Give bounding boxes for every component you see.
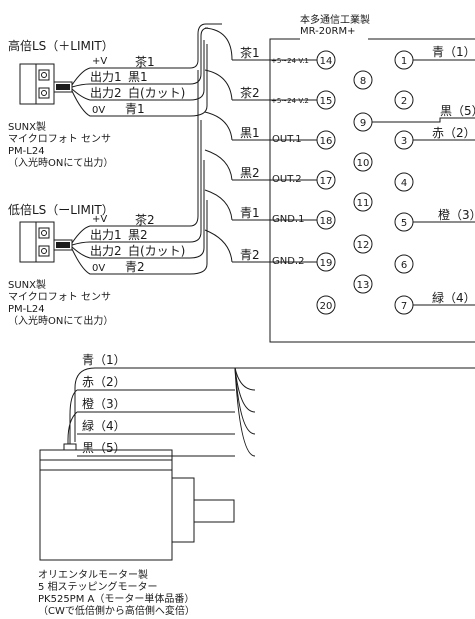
pin-5-label: 5	[401, 218, 407, 229]
signal-15: +5~24 V.2	[271, 97, 309, 105]
sensor-low-wire-3: 青2	[125, 260, 145, 274]
pin-15-label: 15	[320, 96, 333, 107]
sensor-high: 高倍LS（＋LIMIT） +V 茶1 出力1 黒1 出力2 白(カット) 0V …	[8, 38, 190, 169]
sensor-high-title: 高倍LS（＋LIMIT）	[8, 38, 114, 53]
pin-10	[353, 152, 373, 172]
motor-wire-label-1: 赤（2）	[82, 375, 126, 389]
motor-wires: 青（1） 赤（2） 橙（3） 緑（4） 黒（5）	[67, 353, 475, 457]
wire-bundles	[189, 23, 222, 275]
pin-9-label: 9	[360, 118, 366, 129]
sensor-high-wire-3: 青1	[125, 102, 145, 116]
motor-wire-label-3: 緑（4）	[82, 418, 126, 433]
sensor-low-sig-2: 出力2	[90, 244, 122, 258]
signal-14: +5~24 V.1	[271, 57, 309, 65]
motor-desc-1: 5 相ステッピングモーター	[38, 580, 158, 593]
pin-4	[394, 172, 414, 192]
connector-model: MR-20RM+	[300, 26, 355, 37]
sensor-high-desc-0: SUNX製	[8, 120, 46, 133]
pin-13	[353, 274, 373, 294]
motor-wire-label-2: 橙（3）	[82, 396, 126, 411]
motor-desc-0: オリエンタルモーター製	[38, 568, 148, 581]
pin-20-label: 20	[320, 301, 333, 312]
pin-2-label: 2	[401, 96, 407, 107]
sensor-high-desc-2: PM-L24	[8, 146, 45, 157]
sensor-low-wire-0: 茶2	[135, 212, 155, 227]
wire-label-17: 黒2	[240, 166, 260, 180]
sensor-high-desc-1: マイクロフォト センサ	[8, 133, 111, 145]
sensor-high-desc-3: （入光時ONにて出力）	[8, 156, 113, 169]
pin-17-label: 17	[320, 176, 333, 187]
right-label-1: 青（1）	[432, 45, 475, 59]
sensor-low-sig-3: 0V	[92, 263, 105, 274]
pin-20	[316, 295, 336, 315]
connector-body	[269, 38, 475, 343]
pin-8-label: 8	[360, 76, 366, 87]
wire-label-15: 茶2	[240, 85, 260, 100]
pin-8	[353, 70, 373, 90]
pin-1-label: 1	[401, 56, 407, 67]
motor-shaft	[193, 499, 235, 523]
pin-14-label: 14	[320, 56, 333, 67]
pin-11	[353, 192, 373, 212]
wire-label-16: 黒1	[240, 126, 260, 140]
pin-2	[394, 90, 414, 110]
pin-19-label: 19	[320, 258, 333, 269]
pin-12-label: 12	[357, 240, 370, 251]
sensor-high-sig-1: 出力1	[90, 70, 122, 84]
sensor-low-sig-0: +V	[92, 214, 107, 225]
motor-desc-2: PK525PM A（モーター単体品番）	[38, 592, 194, 605]
sensor-low-sig-1: 出力1	[90, 228, 122, 242]
sensor-low-desc-2: PM-L24	[8, 304, 45, 315]
pin-12	[353, 234, 373, 254]
right-label-5: 橙（3）	[438, 207, 475, 222]
connector-maker: 本多通信工業製	[300, 13, 370, 26]
pin-7-label: 7	[401, 301, 407, 312]
pin-11-label: 11	[357, 198, 370, 209]
connector-left-wires: 茶1 茶2 黒1 黒2 青1 青2	[204, 27, 317, 263]
sensor-high-sig-3: 0V	[92, 105, 105, 116]
sensor-low-desc-0: SUNX製	[8, 278, 46, 291]
pin-13-label: 13	[357, 280, 370, 291]
sensor-low-title: 低倍LS（ーLIMIT）	[8, 202, 114, 217]
right-label-9: 黒（5）	[440, 104, 475, 118]
motor-desc-3: （CWで低倍側から高倍側へ変倍）	[38, 604, 195, 617]
wire-label-14: 茶1	[240, 45, 260, 60]
sensor-high-sig-2: 出力2	[90, 86, 122, 100]
wire-label-19: 青2	[240, 248, 260, 262]
connector-right-wires: 青（1） 黒（5） 赤（2） 橙（3） 緑（4）	[372, 45, 475, 306]
motor-wire-label-0: 青（1）	[82, 353, 126, 367]
right-label-3: 赤（2）	[432, 126, 475, 140]
sensor-low-wire-1: 黒2	[128, 228, 148, 242]
pin-18-label: 18	[320, 216, 333, 227]
sensor-low-desc-3: （入光時ONにて出力）	[8, 314, 113, 327]
motor-wire-label-4: 黒（5）	[82, 441, 126, 455]
wire-label-18: 青1	[240, 206, 260, 220]
sensor-low-wire-2: 白(カット)	[128, 243, 185, 258]
sensor-low: 低倍LS（ーLIMIT） +V 茶2 出力1 黒2 出力2 白(カット) 0V …	[8, 202, 190, 327]
motor: オリエンタルモーター製 5 相ステッピングモーター PK525PM A（モーター…	[38, 443, 235, 617]
motor-body	[39, 459, 173, 561]
sensor-high-wire-2: 白(カット)	[128, 85, 185, 100]
sensor-low-desc-1: マイクロフォト センサ	[8, 291, 111, 303]
right-label-7: 緑（4）	[432, 290, 475, 305]
pin-10-label: 10	[357, 158, 370, 169]
sensor-high-wire-1: 黒1	[128, 70, 148, 84]
pin-3-label: 3	[401, 136, 407, 147]
pin-6-label: 6	[401, 260, 407, 271]
pin-6	[394, 254, 414, 274]
sensor-high-sig-0: +V	[92, 56, 107, 67]
pin-16-label: 16	[320, 136, 333, 147]
pin-4-label: 4	[401, 178, 407, 189]
sensor-high-wire-0: 茶1	[135, 54, 155, 69]
motor-flange	[171, 477, 195, 543]
